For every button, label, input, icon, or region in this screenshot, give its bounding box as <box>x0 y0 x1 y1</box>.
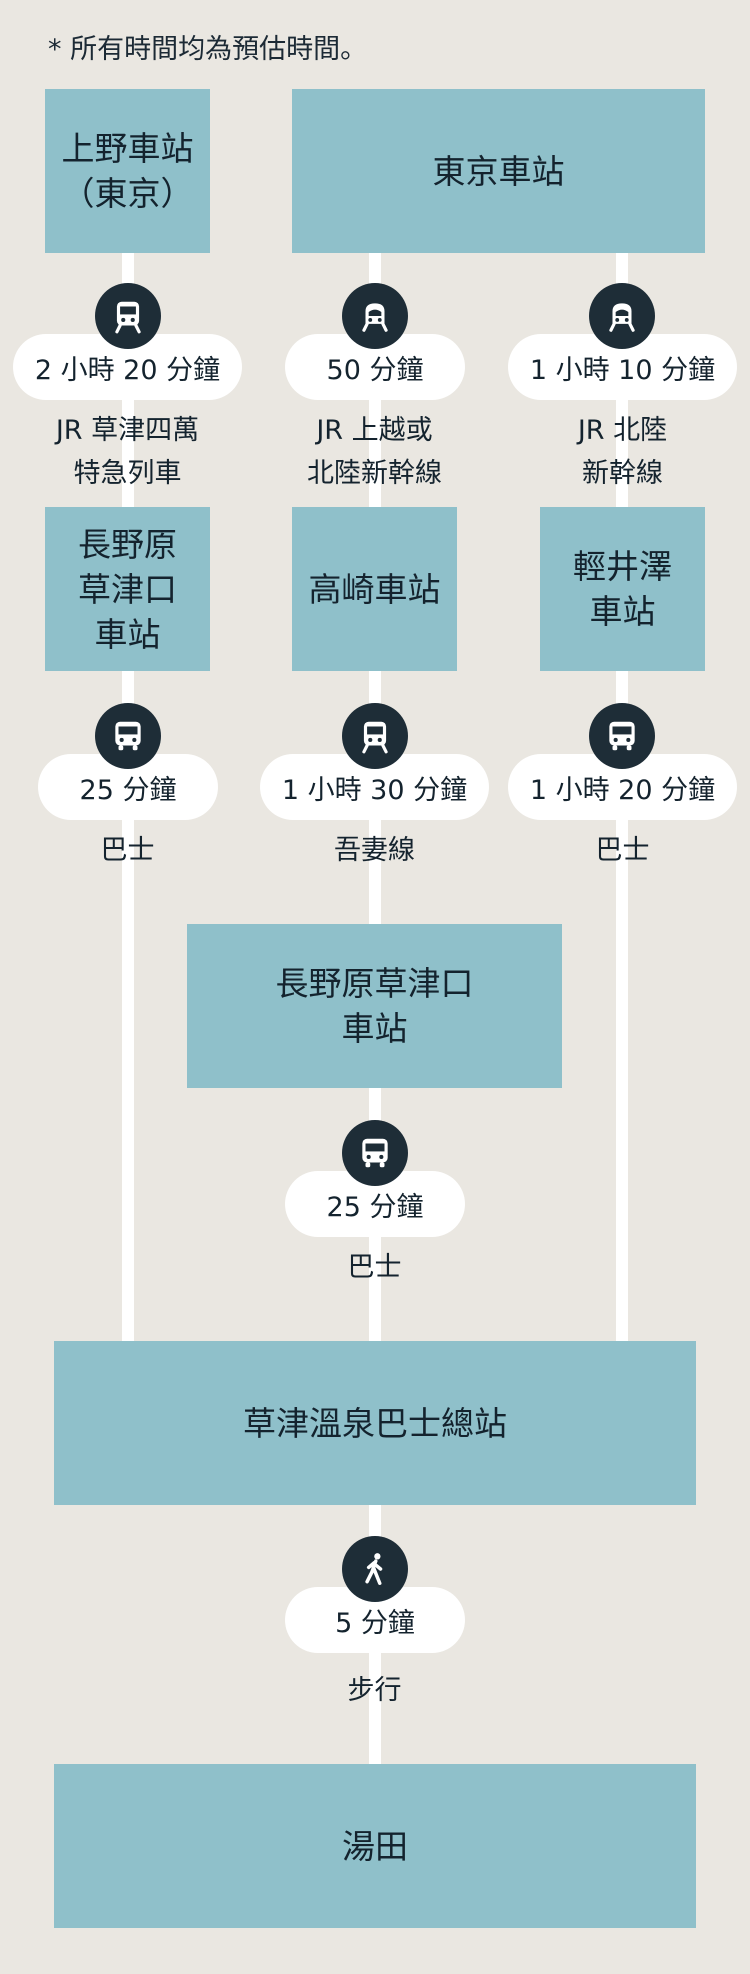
transport-mode-label: 吾妻線 <box>334 835 415 866</box>
transport-mode-label: 巴士 <box>595 835 650 866</box>
duration-pill: 1 小時 10 分鐘 <box>508 334 737 400</box>
bullet-train-icon <box>589 283 655 349</box>
transport-mode-label: 巴士 <box>100 835 155 866</box>
transport-mode-label: 步行 <box>347 1675 402 1706</box>
bus-icon <box>342 1120 408 1186</box>
station-naganohara-kusatsuguchi-center: 長野原草津口 車站 <box>187 924 562 1088</box>
transport-mode-label: JR 北陸 新幹線 <box>577 415 668 489</box>
bus-icon <box>95 703 161 769</box>
station-kusatsu-bus-terminal: 草津溫泉巴士總站 <box>54 1341 696 1505</box>
train-icon <box>95 283 161 349</box>
train-icon <box>342 703 408 769</box>
estimate-note: * 所有時間均為預估時間。 <box>48 34 368 65</box>
transport-mode-label: JR 上越或 北陸新幹線 <box>307 415 442 489</box>
bullet-train-icon <box>342 283 408 349</box>
station-karuizawa: 輕井澤 車站 <box>540 507 705 671</box>
station-takasaki: 高崎車站 <box>292 507 457 671</box>
transport-mode-label: 巴士 <box>347 1252 402 1283</box>
duration-pill: 1 小時 30 分鐘 <box>260 754 489 820</box>
station-tokyo: 東京車站 <box>292 89 705 253</box>
station-naganohara-kusatsuguchi-left: 長野原 草津口 車站 <box>45 507 210 671</box>
station-ueno: 上野車站 （東京） <box>45 89 210 253</box>
bus-icon <box>589 703 655 769</box>
transport-mode-label: JR 草津四萬 特急列車 <box>55 415 200 489</box>
station-yubatake: 湯田 <box>54 1764 696 1928</box>
walk-icon <box>342 1536 408 1602</box>
